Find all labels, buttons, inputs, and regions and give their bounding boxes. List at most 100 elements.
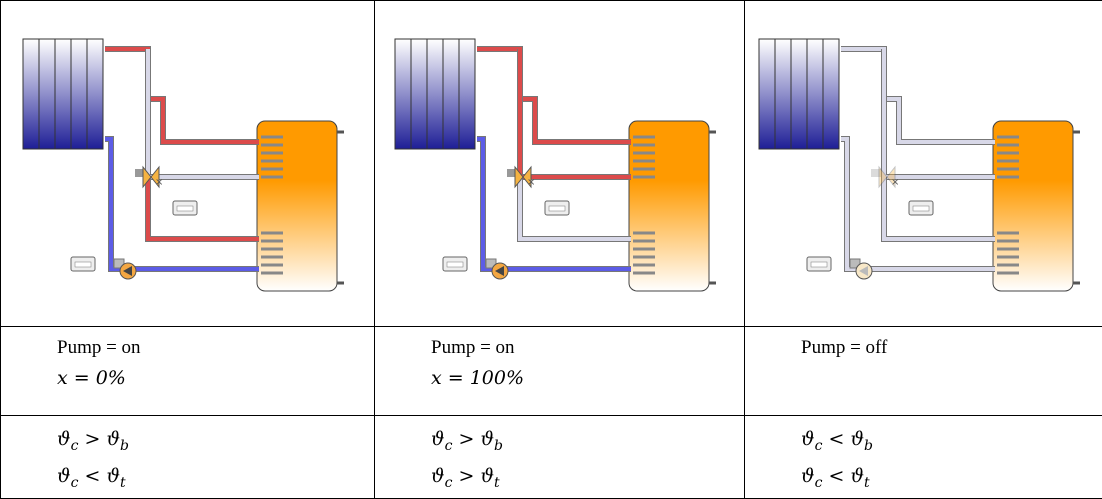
controller-display	[912, 205, 930, 212]
temp-subscript: b	[864, 438, 874, 454]
valve-body-left	[142, 165, 152, 189]
coil-upper	[261, 135, 283, 179]
valve-actuator	[871, 169, 881, 177]
condition-collector-vs-top: ϑc < ϑt	[801, 461, 1102, 498]
scheme-group: ×	[394, 38, 716, 292]
comparison-operator: >	[84, 428, 101, 450]
valve-actuator	[507, 169, 517, 177]
pump-arrow	[859, 266, 868, 276]
valve-body-right	[886, 165, 896, 189]
pump-state: Pump = off	[801, 337, 888, 358]
solar-collector	[758, 38, 840, 150]
temp-subscript: c	[444, 438, 453, 454]
valve-position: x = 0%	[57, 367, 126, 389]
controller-display	[176, 205, 194, 212]
state-cell-1: Pump = on x = 100%	[374, 326, 745, 416]
solar-collector	[22, 38, 104, 150]
pump-state: Pump = on	[57, 337, 141, 358]
scheme-group: ×	[758, 38, 1080, 292]
pipe-supply-upper-outline	[105, 46, 259, 145]
comparison-operator: <	[84, 465, 101, 487]
temp-subscript: b	[494, 438, 504, 454]
controller-display	[446, 261, 464, 268]
solar-scheme-1: ×	[394, 38, 716, 292]
condition-cell-2: ϑc < ϑb ϑc < ϑt	[744, 415, 1102, 499]
temp-symbol: ϑ	[431, 428, 445, 450]
pipe-return	[105, 137, 259, 271]
scheme-group: ×	[22, 38, 344, 292]
comparison-operator: <	[828, 428, 845, 450]
solar-scheme-0: ×	[22, 38, 344, 292]
comparison-operator: <	[828, 465, 845, 487]
pipe-supply-upper-outline	[841, 46, 995, 145]
pipe-supply-upper	[477, 47, 631, 144]
condition-collector-vs-bottom: ϑc < ϑb	[801, 424, 1102, 461]
coil-upper	[997, 135, 1019, 179]
valve-body-left	[514, 165, 524, 189]
state-cell-0: Pump = on x = 0%	[0, 326, 375, 416]
temp-symbol: ϑ	[431, 465, 445, 487]
temp-subscript: c	[444, 475, 453, 491]
solar-collector	[394, 38, 476, 150]
temp-subscript: c	[70, 475, 79, 491]
temp-symbol: ϑ	[480, 428, 495, 450]
valve-mark: ×	[155, 177, 163, 188]
pipe-lower-coil-outline	[517, 177, 631, 242]
pipe-lower-coil	[518, 177, 631, 241]
temp-symbol: ϑ	[801, 428, 815, 450]
temp-subscript: t	[494, 475, 500, 491]
temp-subscript: c	[814, 475, 823, 491]
coil-lower	[261, 231, 283, 275]
pipe-lower-coil	[882, 177, 995, 241]
pump-arrow	[123, 266, 132, 276]
condition-collector-vs-top: ϑc > ϑt	[431, 461, 744, 498]
controller-display	[548, 205, 566, 212]
pipe-lower-coil-outline	[145, 177, 259, 242]
state-cell-2: Pump = off	[744, 326, 1102, 416]
temp-symbol: ϑ	[480, 465, 495, 487]
controller-display	[810, 261, 828, 268]
pipe-lower-coil	[146, 177, 259, 241]
scheme-cell-0: ×	[0, 0, 375, 327]
pump-arrow	[495, 266, 504, 276]
valve-mark: ×	[891, 177, 899, 188]
comparison-operator: >	[458, 428, 475, 450]
pipe-supply-upper	[841, 47, 995, 144]
valve-body-left	[878, 165, 888, 189]
pipe-lower-coil-outline	[881, 177, 995, 242]
comparison-operator: >	[458, 465, 475, 487]
temp-subscript: t	[864, 475, 870, 491]
valve-body-right	[522, 165, 532, 189]
condition-cell-1: ϑc > ϑb ϑc > ϑt	[374, 415, 745, 499]
temp-symbol: ϑ	[57, 428, 71, 450]
temp-symbol: ϑ	[850, 465, 865, 487]
condition-cell-0: ϑc > ϑb ϑc < ϑt	[0, 415, 375, 499]
temp-subscript: c	[70, 438, 79, 454]
solar-scheme-2: ×	[758, 38, 1080, 292]
pipe-supply-upper	[105, 47, 259, 144]
coil-lower	[633, 231, 655, 275]
temp-symbol: ϑ	[801, 465, 815, 487]
pipe-return	[477, 137, 631, 271]
coil-upper	[633, 135, 655, 179]
temp-symbol: ϑ	[106, 428, 121, 450]
condition-collector-vs-bottom: ϑc > ϑb	[57, 424, 374, 461]
condition-collector-vs-top: ϑc < ϑt	[57, 461, 374, 498]
temp-symbol: ϑ	[106, 465, 121, 487]
temp-subscript: b	[120, 438, 130, 454]
controller-display	[74, 261, 92, 268]
valve-body-right	[150, 165, 160, 189]
coil-lower	[997, 231, 1019, 275]
scheme-cell-2: ×	[744, 0, 1102, 327]
pump-state: Pump = on	[431, 337, 515, 358]
condition-collector-vs-bottom: ϑc > ϑb	[431, 424, 744, 461]
valve-position: x = 100%	[431, 367, 525, 389]
scheme-cell-1: ×	[374, 0, 745, 327]
pipe-return	[841, 137, 995, 271]
temp-symbol: ϑ	[850, 428, 865, 450]
pipe-supply-upper-outline	[477, 46, 631, 145]
temp-symbol: ϑ	[57, 465, 71, 487]
temp-subscript: t	[120, 475, 126, 491]
valve-actuator	[135, 169, 145, 177]
